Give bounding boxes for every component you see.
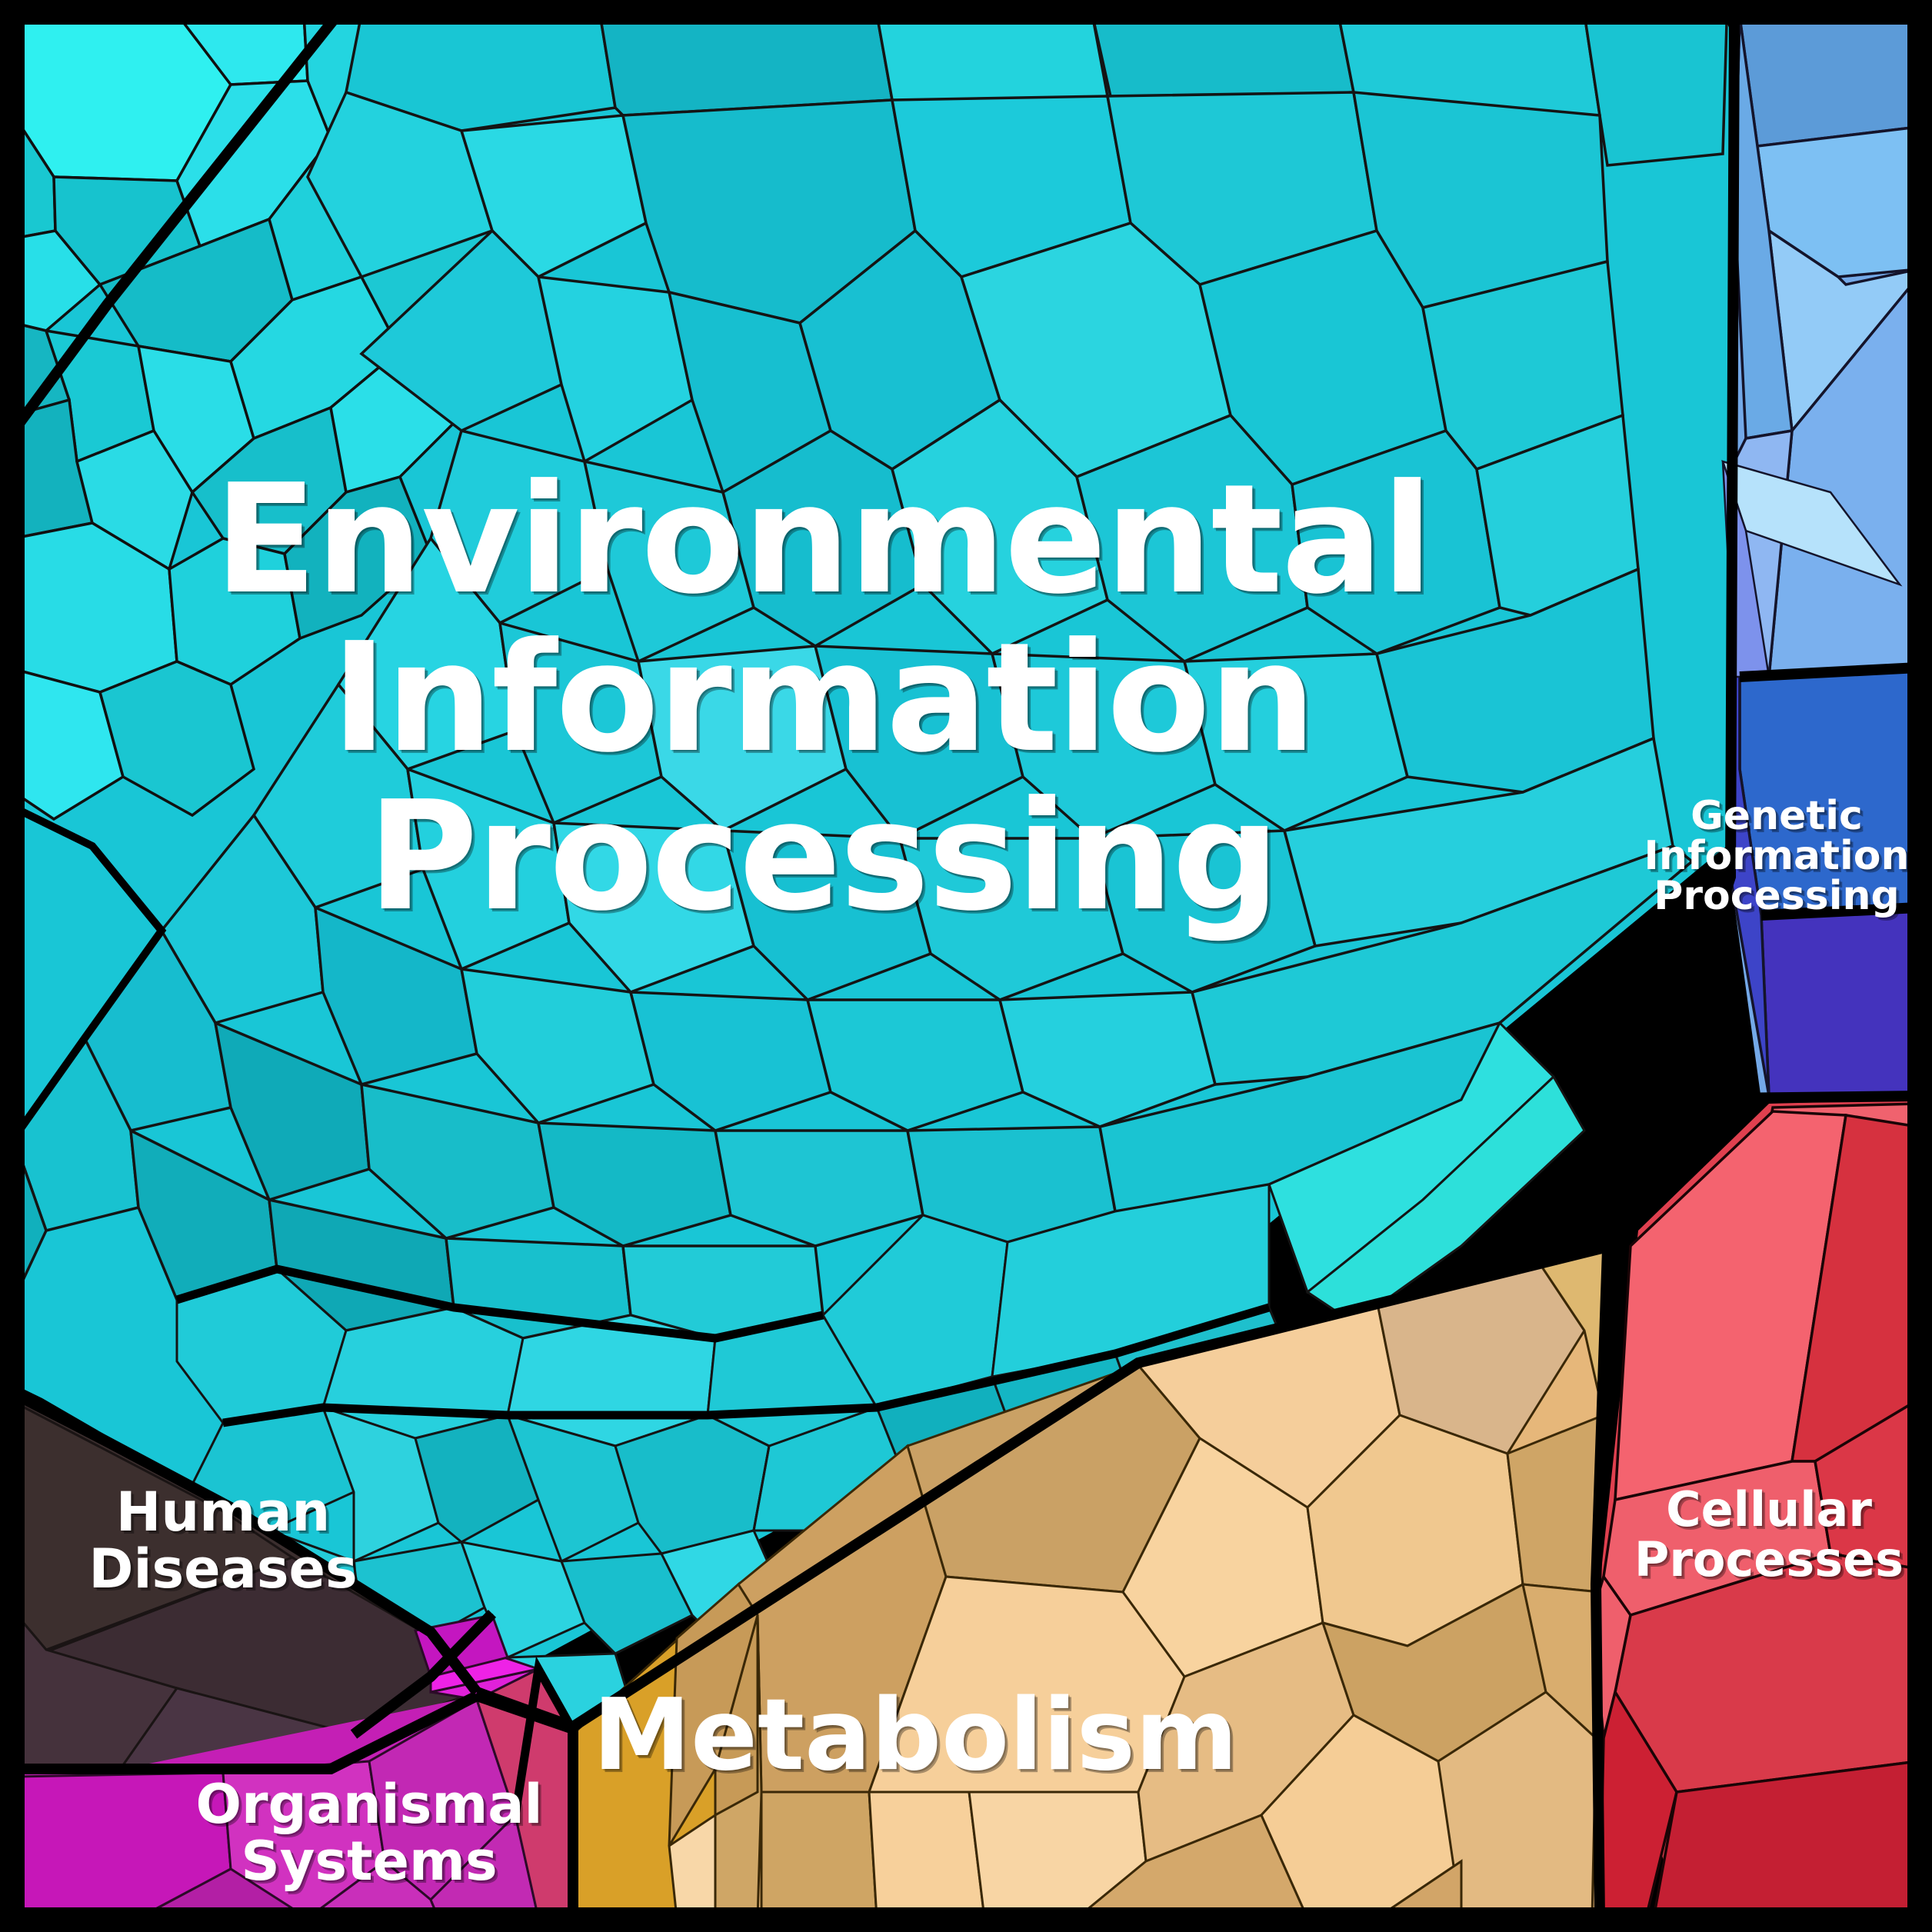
region-genetic-information-processing[interactable]: [1721, 12, 1920, 1100]
region-cellular-processes[interactable]: [1591, 1100, 1920, 1920]
metab-cells: [575, 1248, 1609, 1920]
region-organismal-systems[interactable]: [14, 1614, 575, 1920]
hd-cells: [15, 1401, 479, 1770]
region-human-diseases[interactable]: [14, 1400, 479, 1770]
region-metabolism[interactable]: [573, 1246, 1609, 1920]
macro-boundaries: [3, 3, 1929, 1929]
eip-cluster-core: [12, 12, 1728, 1340]
cp-cells: [1591, 1102, 1920, 1920]
